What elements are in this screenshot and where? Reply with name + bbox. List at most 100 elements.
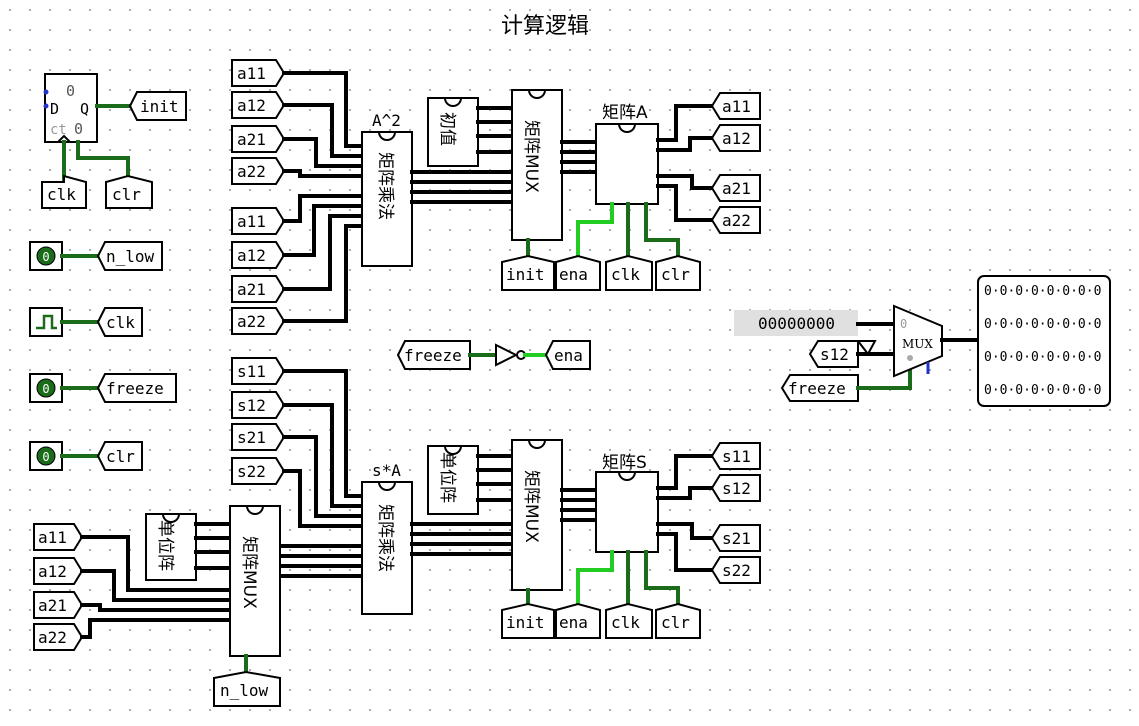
svg-text:矩阵MUX: 矩阵MUX — [521, 470, 541, 543]
input-clk[interactable]: clk — [29, 307, 143, 337]
svg-text:s22: s22 — [237, 462, 266, 481]
svg-text:0: 0 — [900, 317, 907, 331]
ff-bot-label: 0 — [74, 120, 83, 138]
svg-text:a21: a21 — [237, 130, 266, 149]
svg-text:a11: a11 — [722, 97, 751, 116]
svg-text:MUX: MUX — [902, 337, 933, 351]
svg-text:a22: a22 — [237, 162, 266, 181]
svg-text:a12: a12 — [237, 96, 266, 115]
matrix-mux-left[interactable]: 矩阵MUX — [229, 505, 281, 657]
output-mux-block[interactable]: 00000000 s12 freeze 0 MUX — [734, 304, 980, 402]
svg-text:a12: a12 — [722, 129, 751, 148]
tunnel-clr-ff: clr — [105, 174, 153, 209]
svg-text:s12: s12 — [237, 396, 266, 415]
svg-text:a22: a22 — [237, 312, 266, 331]
svg-text:clk: clk — [47, 185, 76, 204]
constant-identity-bot: 单位阵 — [427, 445, 479, 515]
svg-text:a22: a22 — [38, 628, 67, 647]
matrix-mux-bot[interactable]: 矩阵MUX — [511, 439, 563, 591]
reg-a-control-tunnels: init ena clk clr — [501, 254, 701, 291]
left-input-tunnels: a11 a12 a21 a22 — [33, 523, 84, 651]
tunnel-n-low-left: n_low — [213, 670, 281, 707]
input-freeze[interactable]: 0 freeze — [29, 373, 177, 403]
svg-text:a11: a11 — [38, 528, 67, 547]
svg-text:freeze: freeze — [404, 346, 462, 365]
svg-text:矩阵乘法: 矩阵乘法 — [375, 152, 395, 220]
svg-text:0·0·0·0·0·0·0·0: 0·0·0·0·0·0·0·0 — [984, 383, 1101, 398]
svg-text:矩阵MUX: 矩阵MUX — [521, 120, 541, 193]
svg-text:s21: s21 — [237, 428, 266, 447]
page-title: 计算逻辑 — [501, 14, 589, 39]
hex-display: 0·0·0·0·0·0·0·0 0·0·0·0·0·0·0·0 0·0·0·0·… — [977, 275, 1111, 407]
svg-text:s12: s12 — [722, 479, 751, 498]
svg-text:矩阵MUX: 矩阵MUX — [239, 536, 259, 609]
svg-text:clr: clr — [661, 265, 690, 284]
constant-init-top: 初值 — [427, 97, 479, 167]
register-matrix-s[interactable]: 矩阵S — [595, 453, 659, 553]
svg-text:0: 0 — [42, 250, 49, 264]
ff-ct-label: ct — [50, 122, 67, 138]
svg-text:clk: clk — [611, 265, 640, 284]
svg-text:00000000: 00000000 — [758, 314, 835, 333]
register-matrix-a[interactable]: 矩阵A — [595, 103, 659, 205]
reg-a-output-tunnels: a11 a12 a21 a22 — [710, 92, 761, 234]
svg-text:init: init — [506, 613, 545, 632]
svg-text:初值: 初值 — [437, 112, 457, 146]
svg-text:0·0·0·0·0·0·0·0: 0·0·0·0·0·0·0·0 — [984, 350, 1101, 365]
svg-text:a11: a11 — [237, 64, 266, 83]
svg-text:s21: s21 — [722, 529, 751, 548]
svg-text:矩阵A: 矩阵A — [602, 103, 648, 123]
ff-q-label: Q — [80, 100, 89, 118]
svg-text:0·0·0·0·0·0·0·0: 0·0·0·0·0·0·0·0 — [984, 284, 1101, 299]
svg-text:a21: a21 — [38, 596, 67, 615]
ff-d-label: D — [50, 100, 59, 118]
top-input-tunnels: a11 a12 a21 a22 a11 a12 a21 a22 — [231, 59, 286, 335]
svg-text:0: 0 — [42, 450, 49, 464]
svg-text:a22: a22 — [722, 211, 751, 230]
svg-text:s11: s11 — [722, 447, 751, 466]
tunnel-init-out: init — [128, 91, 187, 121]
input-clr[interactable]: 0 clr — [29, 441, 143, 471]
svg-text:init: init — [140, 97, 179, 116]
svg-text:ena: ena — [559, 265, 588, 284]
reg-s-output-tunnels: s11 s12 s21 s22 — [710, 442, 761, 584]
s-input-tunnels: s11 s12 s21 s22 — [231, 357, 286, 485]
svg-text:ena: ena — [554, 346, 583, 365]
svg-text:单位阵: 单位阵 — [437, 452, 457, 503]
matrix-multiplier-top[interactable]: A^2 矩阵乘法 — [361, 111, 413, 267]
svg-text:a12: a12 — [38, 562, 67, 581]
svg-text:0·0·0·0·0·0·0·0: 0·0·0·0·0·0·0·0 — [984, 317, 1101, 332]
svg-text:矩阵乘法: 矩阵乘法 — [375, 504, 395, 572]
svg-text:n_low: n_low — [106, 247, 155, 266]
svg-text:0: 0 — [42, 382, 49, 396]
ff-top-label: 0 — [66, 82, 75, 100]
svg-text:freeze: freeze — [788, 379, 846, 398]
svg-text:a21: a21 — [237, 280, 266, 299]
input-n-low[interactable]: 0 n_low — [29, 241, 163, 271]
svg-text:freeze: freeze — [106, 379, 164, 398]
svg-text:s22: s22 — [722, 561, 751, 580]
svg-text:clk: clk — [611, 613, 640, 632]
svg-text:A^2: A^2 — [372, 111, 401, 130]
svg-text:clr: clr — [661, 613, 690, 632]
svg-text:clk: clk — [106, 313, 135, 332]
freeze-not-gate[interactable]: freeze ena — [396, 340, 591, 370]
svg-text:a21: a21 — [722, 179, 751, 198]
svg-text:s11: s11 — [237, 362, 266, 381]
svg-text:s*A: s*A — [372, 461, 401, 480]
matrix-mux-top[interactable]: 矩阵MUX — [511, 89, 563, 241]
svg-text:s12: s12 — [820, 345, 849, 364]
svg-text:矩阵S: 矩阵S — [602, 453, 647, 473]
svg-text:clr: clr — [112, 185, 141, 204]
matrix-multiplier-bot[interactable]: s*A 矩阵乘法 — [361, 461, 413, 615]
svg-text:a11: a11 — [237, 212, 266, 231]
svg-text:单位阵: 单位阵 — [155, 520, 175, 571]
reg-s-control-tunnels: init ena clk clr — [501, 602, 701, 639]
svg-text:a12: a12 — [237, 246, 266, 265]
d-flip-flop[interactable]: 0 D Q ct 0 — [43, 73, 98, 143]
constant-identity-left: 单位阵 — [145, 513, 197, 581]
svg-text:n_low: n_low — [220, 681, 269, 700]
tunnel-clk-ff: clk — [41, 174, 87, 209]
